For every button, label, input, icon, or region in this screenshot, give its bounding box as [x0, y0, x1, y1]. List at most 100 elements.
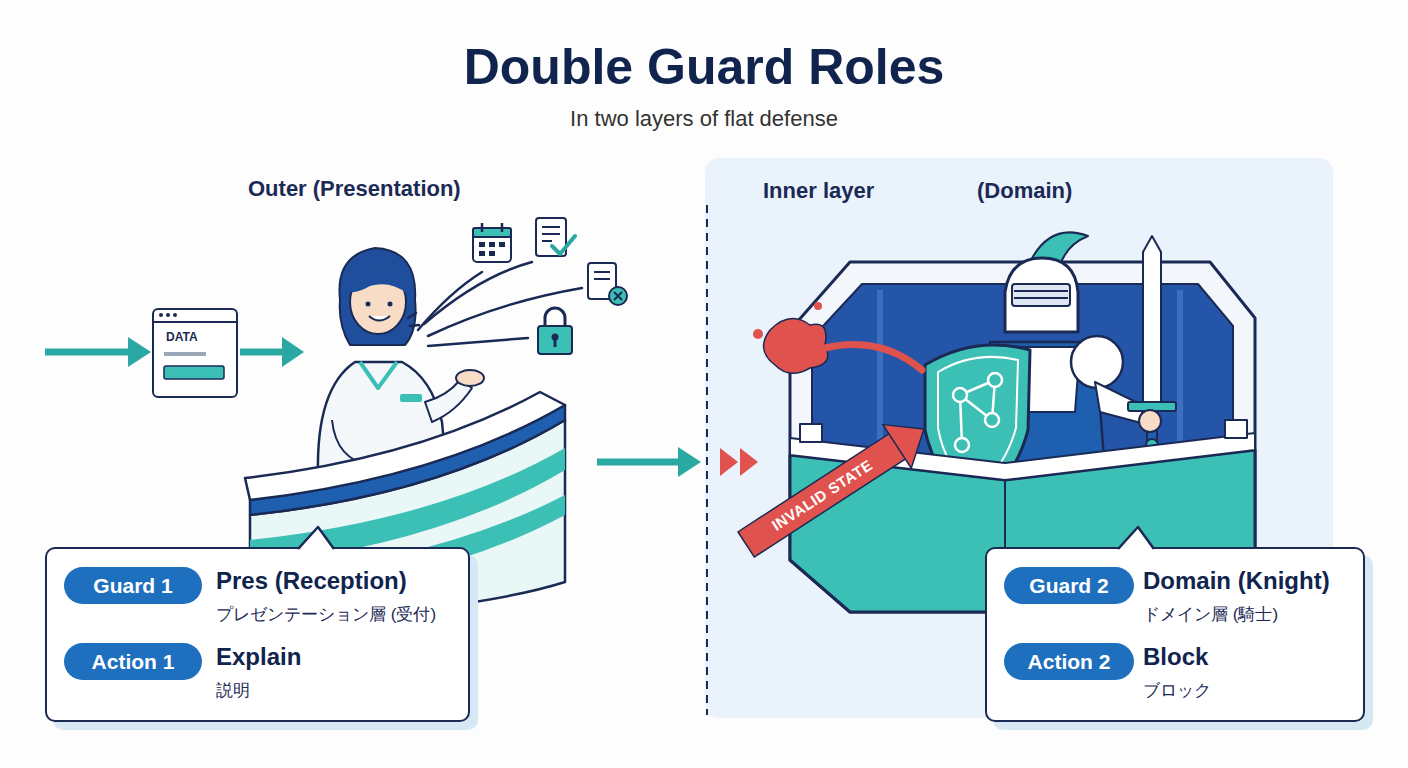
panel-subheading: (Domain)	[977, 178, 1072, 204]
info-icons	[473, 218, 627, 354]
callout-tail-part	[298, 527, 334, 551]
red-chevrons-part	[740, 448, 758, 476]
middle-arrow-part	[597, 459, 682, 466]
callout-tail	[298, 527, 334, 551]
receptionist-part	[350, 265, 408, 294]
data-window-part	[164, 366, 224, 379]
action-translation: 説明	[216, 679, 250, 702]
invalid-arrow-part	[883, 407, 938, 468]
data-window: DATA	[152, 308, 238, 398]
info-icons-part	[499, 242, 505, 247]
receptionist-part	[366, 302, 371, 307]
data-window-part	[164, 352, 206, 356]
knight-part	[1014, 297, 1068, 299]
attack-splatter	[753, 302, 922, 373]
info-icons-part	[552, 236, 575, 254]
knight-part-part	[955, 438, 969, 452]
receptionist-part	[388, 302, 393, 307]
data-window-part	[152, 308, 238, 398]
info-icons-part	[481, 223, 484, 232]
info-icons-part	[594, 271, 610, 273]
info-icons-part	[542, 226, 560, 228]
knight-part	[1143, 236, 1161, 402]
action-translation: ブロック	[1143, 679, 1211, 702]
window-label: DATA	[166, 330, 198, 344]
pill-label: Guard 1	[93, 574, 172, 598]
callout-tail	[1118, 527, 1154, 551]
info-icons-part	[489, 242, 495, 247]
layer-boundary	[706, 205, 708, 715]
red-chevrons-part	[720, 448, 738, 476]
castle-front-part	[800, 424, 822, 442]
section-heading: Outer (Presentation)	[248, 176, 461, 202]
data-window	[152, 308, 238, 398]
subtitle: In two layers of flat defense	[0, 106, 1408, 132]
knight-part	[1012, 284, 1070, 306]
knight-part-part	[988, 373, 1002, 387]
speech-lines-part	[428, 338, 528, 346]
role-translation: プレゼンテーション層 (受付)	[216, 603, 436, 626]
info-icons-part	[479, 242, 485, 247]
info-icons-part	[473, 228, 511, 262]
role-heading: Pres (Reception)	[216, 567, 407, 595]
knight-part	[1005, 258, 1078, 332]
info-icons-part	[542, 233, 560, 235]
panel-heading: Inner layer	[763, 178, 874, 204]
invalid-arrow-part	[738, 433, 907, 557]
info-icons-part	[542, 240, 552, 242]
data-window-part	[173, 313, 177, 317]
red-chevrons	[720, 448, 758, 476]
invalid-arrow	[732, 407, 938, 566]
role-heading: Domain (Knight)	[1143, 567, 1330, 595]
reception-desk-part	[245, 392, 565, 500]
attack-splatter-part	[825, 344, 922, 370]
info-icons-part	[614, 292, 622, 300]
data-window-part	[166, 313, 170, 317]
knight-part	[1014, 290, 1068, 292]
receptionist-part	[400, 394, 422, 402]
info-icons-part	[609, 287, 627, 305]
info-icons-part	[479, 251, 485, 256]
role-translation: ドメイン層 (騎士)	[1143, 603, 1278, 626]
info-icons-part	[473, 228, 511, 237]
info-icons-part	[501, 223, 504, 232]
data-window-part	[159, 313, 163, 317]
info-icons-part	[554, 338, 557, 347]
info-icons-part	[489, 251, 495, 256]
action-pill: Action 2	[1004, 643, 1134, 680]
castle-front-part	[1225, 420, 1247, 438]
castle-back-part	[1177, 290, 1183, 465]
pill-label: Action 2	[1028, 650, 1111, 674]
input-arrow-part	[128, 337, 151, 367]
pill-label: Action 1	[92, 650, 175, 674]
input-arrow-part	[282, 337, 304, 367]
attack-splatter-part	[814, 302, 822, 310]
input-arrow-part	[45, 349, 132, 356]
receptionist-part	[456, 370, 484, 386]
callout-tail-part	[1118, 527, 1154, 551]
receptionist-part	[360, 362, 397, 388]
middle-arrow-part	[678, 447, 701, 477]
action-heading: Block	[1143, 643, 1208, 671]
callout-box: Pres (Reception) プレゼンテーション層 (受付) Explain 説明…	[45, 547, 470, 722]
action-pill: Action 1	[64, 643, 202, 680]
callout-tail-part	[298, 527, 334, 549]
action-heading: Explain	[216, 643, 301, 671]
info-icons-part	[594, 278, 610, 280]
guard-pill: Guard 2	[1004, 567, 1134, 604]
knight-part	[953, 373, 1002, 452]
receptionist-part	[369, 316, 390, 321]
attack-splatter-part	[764, 319, 828, 374]
knight-part-part	[953, 388, 967, 402]
middle-arrow	[597, 447, 701, 477]
input-arrow-part	[240, 349, 284, 356]
guard-pill: Guard 1	[64, 567, 202, 604]
data-window-part	[153, 321, 237, 323]
knight-part	[1139, 410, 1161, 432]
info-icons-part	[538, 326, 572, 354]
callout-box: Domain (Knight) ドメイン層 (騎士) Block ブロック Guard …	[985, 547, 1365, 722]
knight-part-part	[985, 413, 999, 427]
receptionist-part	[339, 248, 415, 345]
